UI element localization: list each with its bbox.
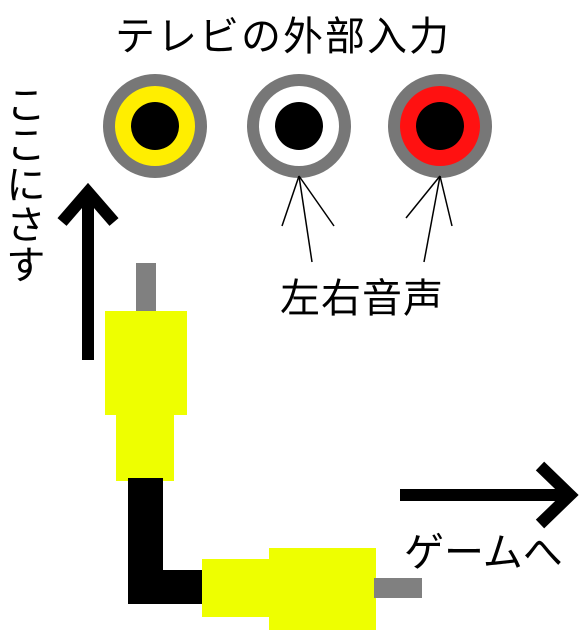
horizontal-plug: [202, 548, 422, 630]
jack-hole: [131, 102, 179, 150]
plug-head: [269, 548, 376, 630]
vertical-plug: [105, 263, 187, 481]
cable-bend: [128, 478, 205, 604]
plug-pin: [374, 578, 422, 598]
plug-body: [202, 559, 276, 617]
plug-body: [116, 413, 174, 481]
video-jack: [103, 74, 207, 178]
right-arrow: [400, 461, 579, 529]
plug-pin: [136, 263, 156, 313]
audio-label: 左右音声: [280, 276, 444, 322]
up-arrow: [57, 182, 119, 360]
to-game-label: ゲームへ: [404, 530, 563, 576]
audio-left-jack: [247, 74, 351, 178]
jack-hole: [416, 102, 464, 150]
diagram-title: テレビの外部入力: [115, 14, 451, 60]
jack-hole: [275, 102, 323, 150]
audio-pointer-lines: [281, 175, 453, 263]
insert-here-label: ここにさす: [0, 84, 45, 284]
audio-right-jack: [388, 74, 492, 178]
plug-head: [105, 311, 187, 415]
